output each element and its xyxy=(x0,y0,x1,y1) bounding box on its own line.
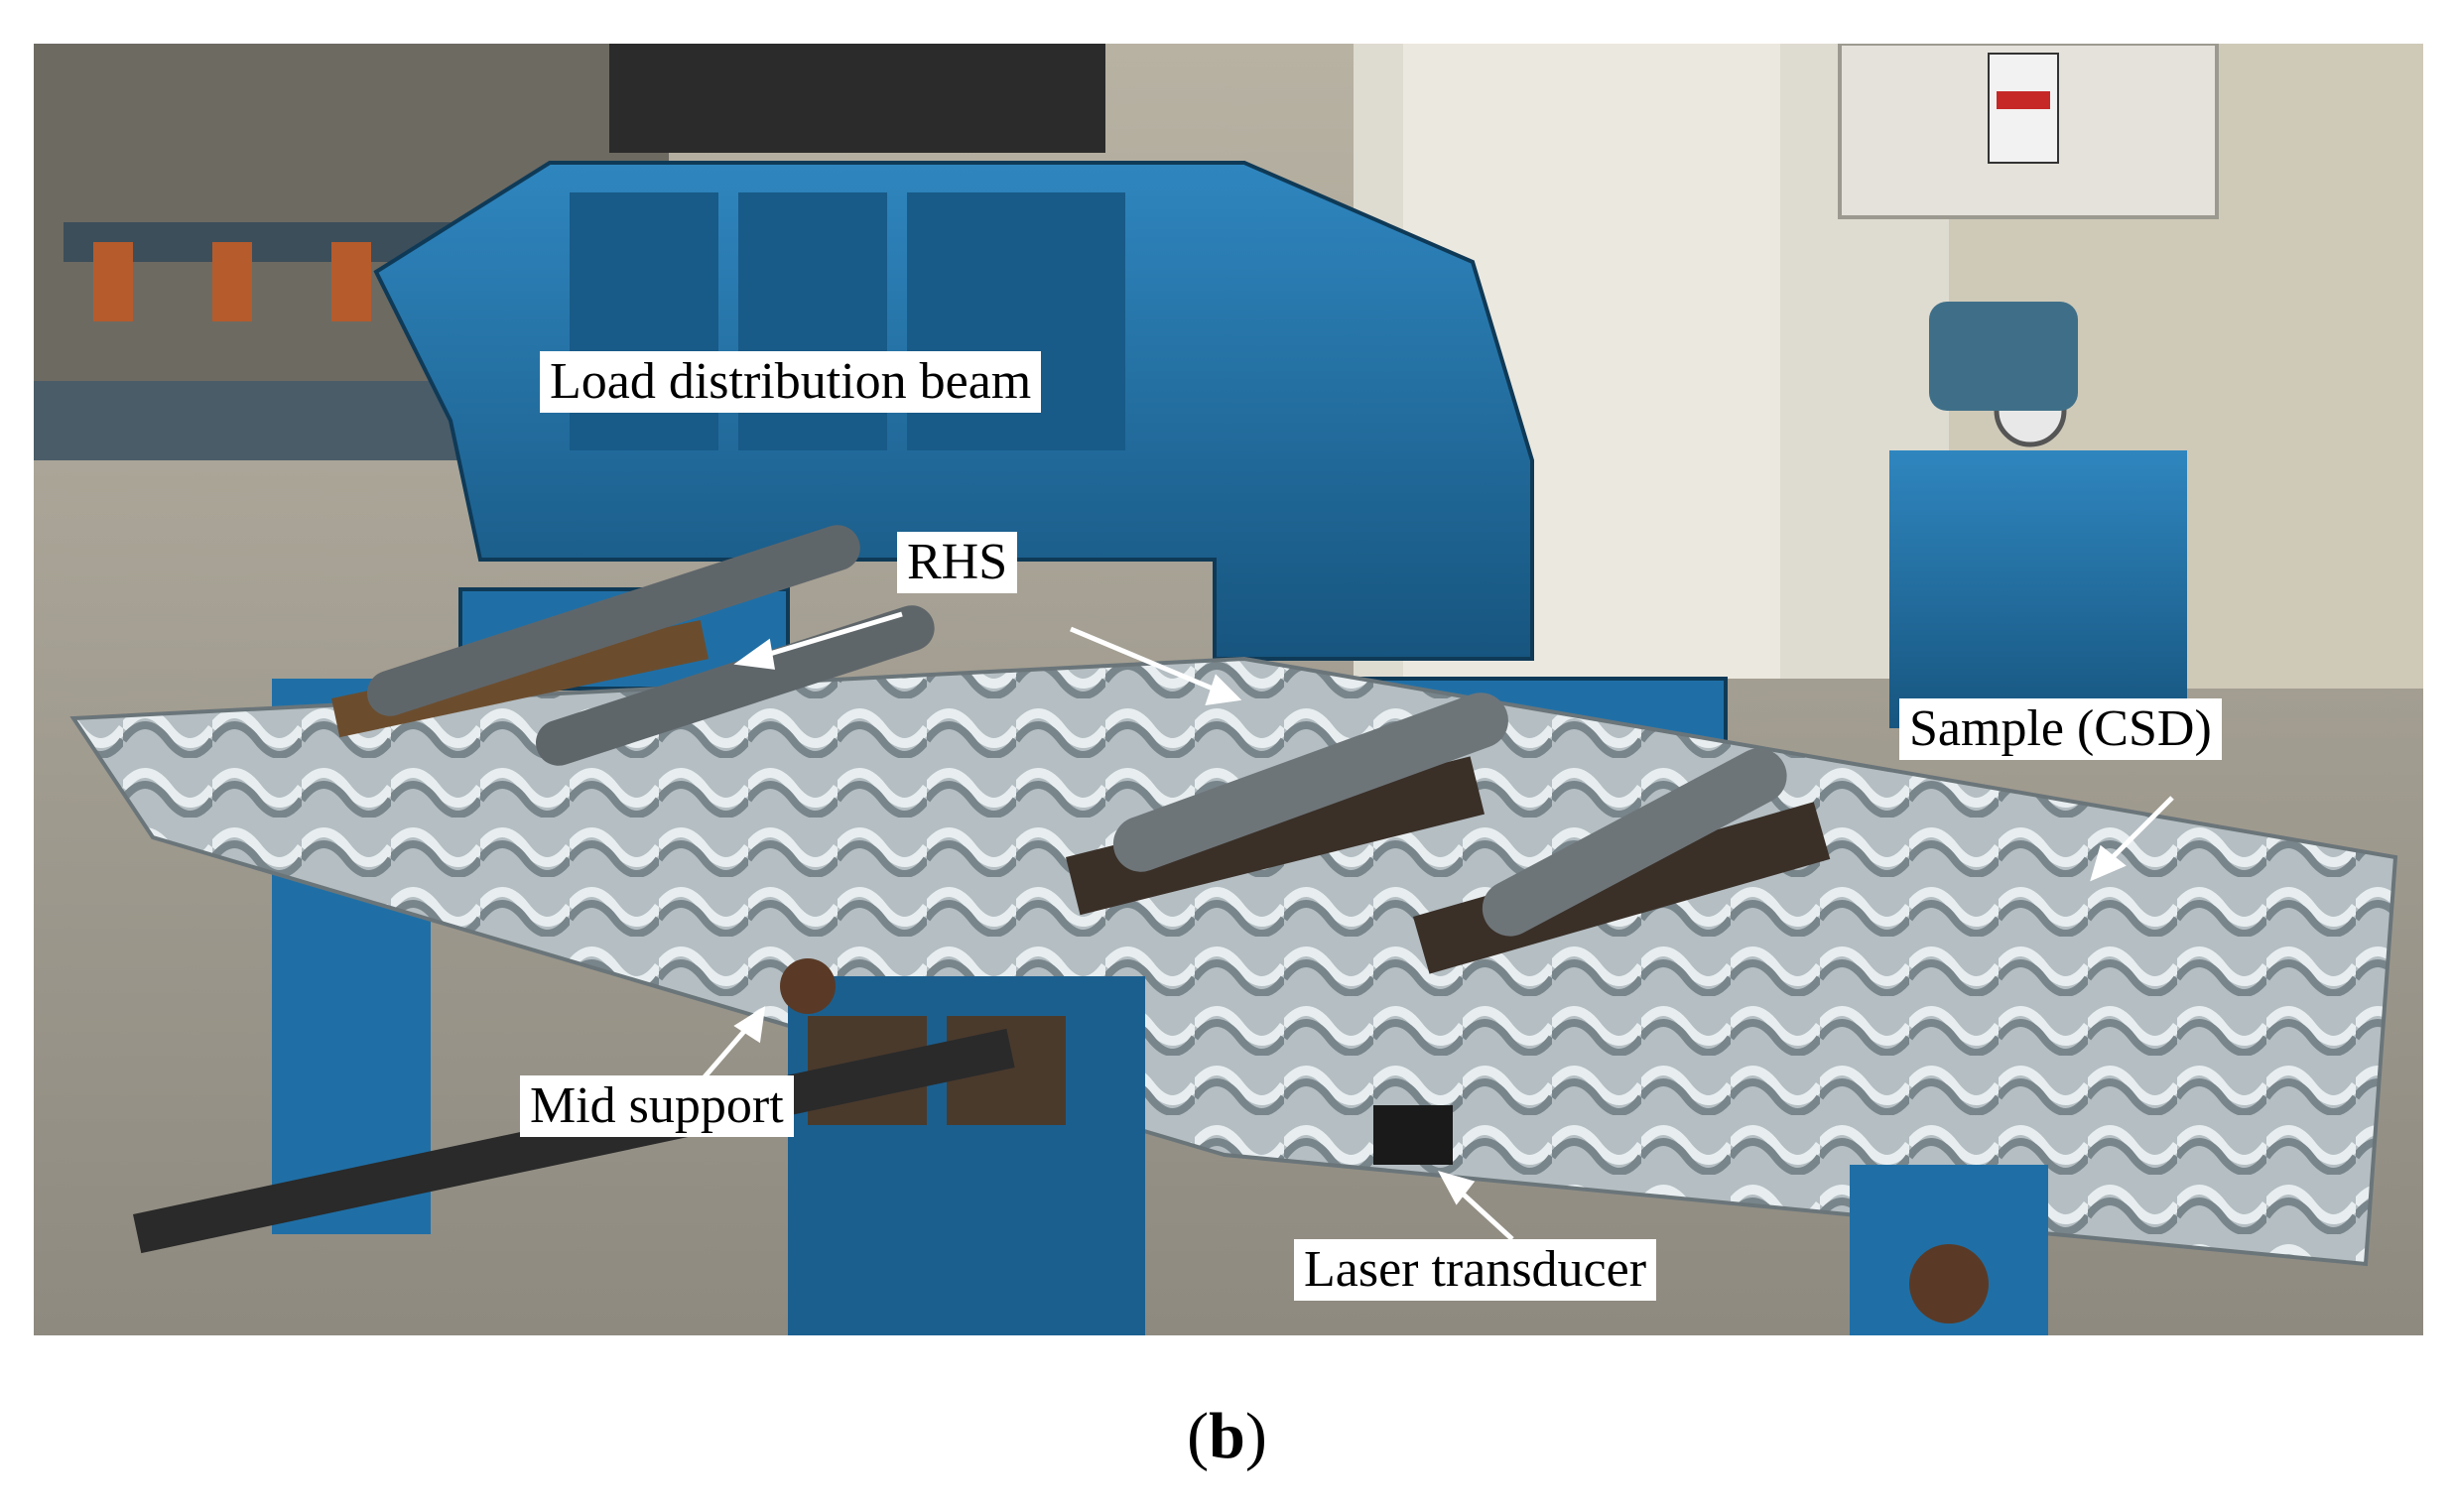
jack-2 xyxy=(212,242,252,321)
floor-rail xyxy=(133,1028,1015,1254)
panel-label-letter: b xyxy=(1209,1400,1245,1472)
photo-illustration xyxy=(34,44,2423,1335)
laser-transducer-label: Laser transducer xyxy=(1294,1239,1657,1301)
sample-label: Sample (CSD) xyxy=(1899,698,2222,760)
actuator xyxy=(609,44,1105,153)
pump-unit xyxy=(1889,450,2187,728)
laser-transducer xyxy=(1373,1105,1453,1165)
pad-2 xyxy=(1066,756,1485,916)
pipe-2 xyxy=(535,605,935,766)
mid-support-roller xyxy=(780,958,836,1014)
rhs-arrowhead-right xyxy=(1205,674,1242,706)
pipe-4 xyxy=(1482,748,1787,937)
test-setup-photo: Load distribution beam RHS Sample (CSD) … xyxy=(34,44,2423,1335)
annotation-arrows xyxy=(687,611,2174,1241)
pad-1 xyxy=(331,619,710,738)
laser-arrowhead xyxy=(1437,1170,1476,1205)
pipe-3 xyxy=(1112,693,1508,872)
load-distribution-beam-label: Load distribution beam xyxy=(540,351,1042,413)
sample-arrowhead xyxy=(2090,844,2127,882)
sample-arrow xyxy=(2101,796,2174,869)
left-bench xyxy=(34,381,470,460)
jack-1 xyxy=(93,242,133,321)
mid-support-label: Mid support xyxy=(520,1075,794,1137)
panel-label-open: ( xyxy=(1187,1400,1210,1472)
panel-label-close: ) xyxy=(1244,1400,1267,1472)
pipe-1 xyxy=(366,525,860,716)
danger-band xyxy=(1997,91,2050,109)
rhs-label: RHS xyxy=(897,532,1018,593)
rhs-arrowhead-left xyxy=(733,638,776,670)
motor xyxy=(1929,302,2078,411)
panel-label: (b) xyxy=(0,1399,2454,1474)
jack-3 xyxy=(331,242,371,321)
rhs-arrow-right xyxy=(1070,626,1226,696)
rhs-arrow-left xyxy=(752,611,903,662)
mid-support-arrowhead xyxy=(733,1006,766,1044)
end-support-roller xyxy=(1909,1244,1989,1323)
